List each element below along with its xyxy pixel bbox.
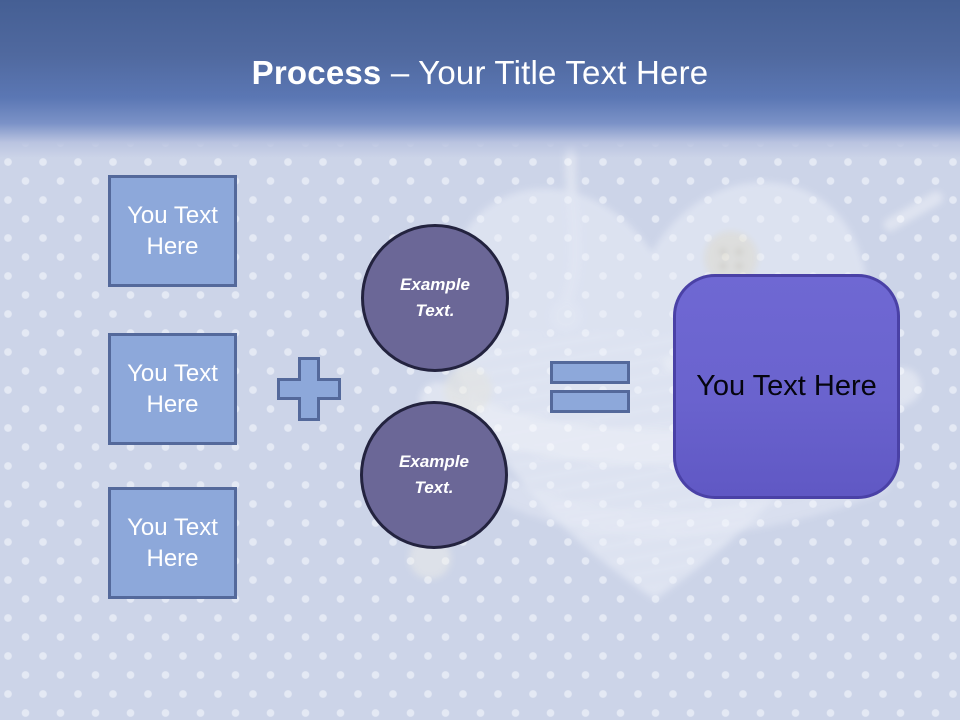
example-circle-1-label: Example Text. (400, 274, 470, 320)
slide-title[interactable]: Process – Your Title Text Here (0, 54, 960, 92)
input-box-1[interactable]: You Text Here (108, 175, 237, 287)
input-box-3-label: You Text Here (127, 513, 218, 572)
input-box-2-label: You Text Here (127, 359, 218, 418)
plus-icon (277, 357, 341, 421)
example-circle-2[interactable]: Example Text. (360, 401, 508, 549)
input-box-2[interactable]: You Text Here (108, 333, 237, 445)
title-rest: – Your Title Text Here (390, 54, 709, 91)
result-box[interactable]: You Text Here (673, 274, 900, 499)
result-box-label: You Text Here (696, 370, 877, 402)
title-emphasis: Process (251, 54, 382, 91)
input-box-1-label: You Text Here (127, 201, 218, 260)
slide-header: Process – Your Title Text Here (0, 0, 960, 158)
example-circle-1[interactable]: Example Text. (361, 224, 509, 372)
equals-icon (550, 361, 630, 413)
example-circle-2-label: Example Text. (399, 451, 469, 497)
input-box-3[interactable]: You Text Here (108, 487, 237, 599)
